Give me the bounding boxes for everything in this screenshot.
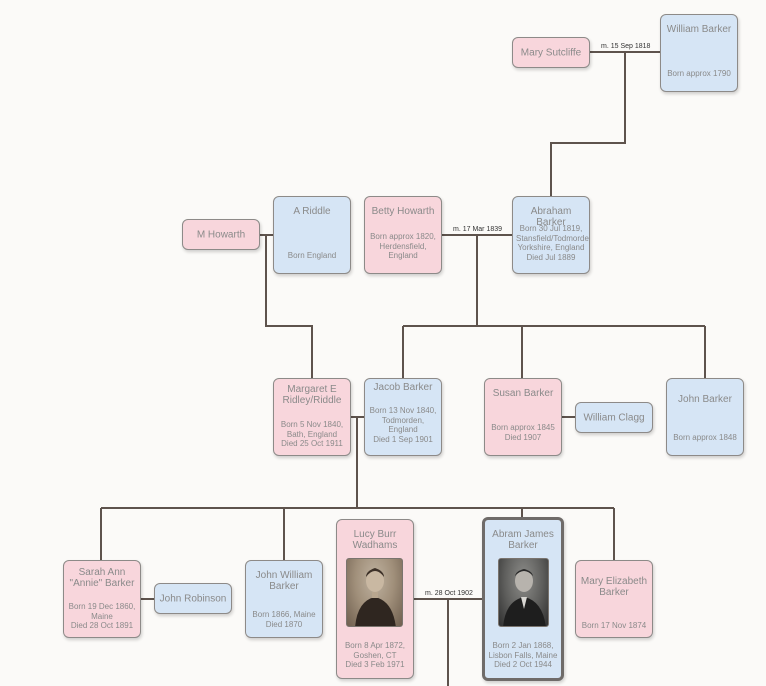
detail-line: Died 28 Oct 1891 <box>70 621 134 630</box>
person-card-sarah-ann-barker[interactable]: Sarah Ann "Annie" Barker Born 19 Dec 186… <box>63 560 141 638</box>
person-details: Born 13 Nov 1840, Todmorden, England Die… <box>368 406 438 444</box>
person-name: John Barker <box>678 394 732 405</box>
person-card-john-william-barker[interactable]: John William Barker Born 1866, Maine Die… <box>245 560 323 638</box>
detail-line: Died 1907 <box>504 432 542 442</box>
person-card-mary-sutcliffe[interactable]: Mary Sutcliffe <box>512 37 590 68</box>
detail-line: Herdensfield, <box>379 241 427 251</box>
person-name: M Howarth <box>196 229 246 240</box>
person-name: William Barker <box>666 24 732 35</box>
person-name: Mary Elizabeth Barker <box>580 576 648 598</box>
person-name: Abram James Barker <box>492 529 554 551</box>
person-card-abraham-barker[interactable]: Abraham Barker Born 30 Jul 1819, Stansfi… <box>512 196 590 274</box>
person-details: Born approx 1845 Died 1907 <box>488 423 558 442</box>
marriage-date-label: m. 17 Mar 1839 <box>453 226 503 233</box>
detail-line: Born 19 Dec 1860, <box>68 602 136 611</box>
descent-line <box>550 52 626 196</box>
detail-line: Born 13 Nov 1840, <box>369 406 437 415</box>
person-details: Born 30 Jul 1819, Stansfield/Todmorden, … <box>516 224 590 262</box>
person-name: John Robinson <box>159 593 227 604</box>
person-details: Born 2 Jan 1868, Lisbon Falls, Maine Die… <box>488 641 558 670</box>
person-details: Born approx 1790 <box>664 69 734 79</box>
person-card-margaret-ridley[interactable]: Margaret E Ridley/Riddle Born 5 Nov 1840… <box>273 378 351 456</box>
detail-line: Born 30 Jul 1819, <box>519 224 583 233</box>
person-name: Margaret E Ridley/Riddle <box>282 384 342 406</box>
person-details: Born approx 1848 <box>670 433 740 443</box>
person-card-abram-james-barker[interactable]: Abram James Barker Born 2 Jan 1868, Lisb… <box>482 517 564 681</box>
detail-line: Born approx 1845 <box>491 423 555 432</box>
detail-line: England <box>388 425 418 434</box>
detail-line: Born approx 1848 <box>673 433 737 442</box>
person-card-susan-barker[interactable]: Susan Barker Born approx 1845 Died 1907 <box>484 378 562 456</box>
portrait-image <box>503 569 546 626</box>
detail-line: Died 25 Oct 1911 <box>281 439 343 448</box>
person-name: Jacob Barker <box>373 382 433 393</box>
person-name: Susan Barker <box>492 388 554 399</box>
person-card-m-howarth[interactable]: M Howarth <box>182 219 260 250</box>
person-details: Born 5 Nov 1840, Bath, England Died 25 O… <box>277 420 347 449</box>
person-card-john-robinson[interactable]: John Robinson <box>154 583 232 614</box>
person-name: Betty Howarth <box>371 206 435 217</box>
portrait-image <box>355 568 396 626</box>
detail-line: Died 1870 <box>265 619 303 629</box>
person-name: Lucy Burr Wadhams <box>352 529 398 551</box>
person-card-mary-elizabeth-barker[interactable]: Mary Elizabeth Barker Born 17 Nov 1874 <box>575 560 653 638</box>
detail-line: Born approx 1820, <box>370 232 436 241</box>
person-name: John William Barker <box>255 570 313 592</box>
person-name: Mary Sutcliffe <box>520 47 582 58</box>
detail-line: Born 8 Apr 1872, <box>344 641 406 650</box>
person-details: Born 8 Apr 1872, Goshen, CT Died 3 Feb 1… <box>340 641 410 670</box>
detail-line: Todmorden, <box>381 415 425 425</box>
portrait-photo <box>346 558 403 627</box>
person-name: Abraham Barker <box>530 206 572 228</box>
detail-line: Born 17 Nov 1874 <box>581 621 647 630</box>
detail-line: Goshen, CT <box>353 650 397 660</box>
person-name: William Clagg <box>583 412 645 423</box>
detail-line: Died 1 Sep 1901 <box>373 434 433 444</box>
marriage-date-label: m. 15 Sep 1818 <box>601 43 651 50</box>
detail-line: Died Jul 1889 <box>526 252 576 262</box>
portrait-photo <box>498 558 549 627</box>
person-details: Born England <box>277 251 347 261</box>
detail-line: Born 1866, Maine <box>252 610 316 619</box>
detail-line: Died 3 Feb 1971 <box>345 660 405 669</box>
detail-line: Died 2 Oct 1944 <box>494 660 552 669</box>
detail-line: Lisbon Falls, Maine <box>488 650 558 660</box>
detail-line: Maine <box>91 611 113 621</box>
person-card-betty-howarth[interactable]: Betty Howarth Born approx 1820, Herdensf… <box>364 196 442 274</box>
person-details: Born 1866, Maine Died 1870 <box>249 610 319 629</box>
person-details: Born 17 Nov 1874 <box>579 621 649 631</box>
detail-line: England <box>388 251 418 260</box>
descent-line <box>265 235 313 378</box>
person-name: A Riddle <box>293 206 331 217</box>
detail-line: Born 5 Nov 1840, <box>280 420 344 429</box>
detail-line: Born 2 Jan 1868, <box>492 641 554 650</box>
person-card-william-barker[interactable]: William Barker Born approx 1790 <box>660 14 738 92</box>
person-details: Born approx 1820, Herdensfield, England <box>368 232 438 261</box>
detail-line: Bath, England <box>286 429 338 439</box>
detail-line: Stansfield/Todmorden, <box>516 233 590 243</box>
person-card-john-barker[interactable]: John Barker Born approx 1848 <box>666 378 744 456</box>
person-card-a-riddle[interactable]: A Riddle Born England <box>273 196 351 274</box>
detail-line: Born approx 1790 <box>667 69 731 78</box>
detail-line: Yorkshire, England <box>517 243 585 252</box>
detail-line: Born England <box>287 251 337 260</box>
person-details: Born 19 Dec 1860, Maine Died 28 Oct 1891 <box>67 602 137 631</box>
person-name: Sarah Ann "Annie" Barker <box>69 567 135 589</box>
marriage-date-label: m. 28 Oct 1902 <box>425 590 473 597</box>
person-card-jacob-barker[interactable]: Jacob Barker Born 13 Nov 1840, Todmorden… <box>364 378 442 456</box>
person-card-william-clagg[interactable]: William Clagg <box>575 402 653 433</box>
person-card-lucy-burr-wadhams[interactable]: Lucy Burr Wadhams Born 8 Apr 1872, Goshe… <box>336 519 414 679</box>
